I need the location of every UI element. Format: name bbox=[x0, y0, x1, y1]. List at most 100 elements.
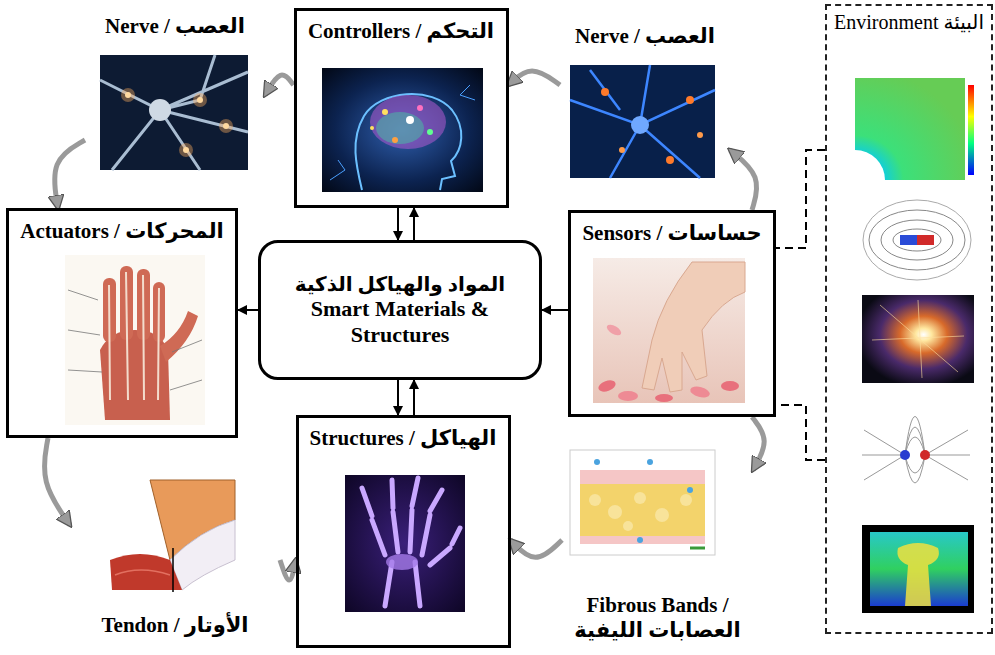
structure-box: Structures / الهياكل bbox=[296, 415, 511, 648]
brain-illustration-part bbox=[392, 137, 398, 143]
straight-arrow bbox=[542, 309, 568, 311]
tendon-illustration-part bbox=[172, 548, 174, 592]
curved-arrow bbox=[280, 560, 296, 580]
node-label: Actuators / المحركات bbox=[20, 219, 224, 244]
brain-illustration-part bbox=[370, 95, 446, 149]
stress-field-plot-part bbox=[855, 150, 885, 180]
tendon-illustration-part bbox=[110, 554, 182, 590]
nerve-illustration bbox=[100, 55, 248, 170]
curved-arrow bbox=[730, 150, 757, 210]
brain-illustration-part bbox=[330, 85, 475, 180]
nerve-illustration bbox=[570, 65, 715, 178]
touch-photo-part bbox=[593, 258, 745, 403]
light-burst-photo-part bbox=[872, 300, 964, 378]
node-label: Structures / الهياكل bbox=[310, 426, 497, 451]
fibrous-band-illustration-part bbox=[589, 494, 601, 506]
straight-arrow bbox=[397, 208, 399, 240]
node-label: المواد والهياكل الذكية bbox=[295, 272, 505, 296]
nerve-illustration-part bbox=[619, 147, 625, 153]
nerve-illustration-part bbox=[686, 96, 694, 104]
electric-dipole-plot-part bbox=[862, 430, 970, 480]
curved-arrow bbox=[55, 140, 85, 208]
curved-arrow bbox=[511, 540, 563, 557]
fibrous-band-illustration-part bbox=[580, 536, 705, 544]
magnetic-field-plot-part bbox=[917, 235, 934, 245]
fibrous-band-illustration-part bbox=[594, 459, 600, 465]
brain-illustration-part bbox=[355, 94, 461, 190]
actuator-box: Actuators / المحركات bbox=[6, 208, 238, 438]
electric-dipole-plot-part bbox=[905, 417, 925, 484]
fibrous-band-illustration-part bbox=[623, 521, 633, 531]
fibrous-band-illustration-part bbox=[570, 450, 715, 555]
electric-dipole-plot-part bbox=[920, 450, 930, 460]
hand-muscle-illustration-part bbox=[109, 272, 159, 400]
brain-illustration-part bbox=[382, 109, 388, 115]
xray-hand-illustration-part bbox=[345, 475, 465, 612]
fibrous-band-illustration-part bbox=[690, 547, 705, 550]
touch-photo-part bbox=[721, 381, 739, 391]
fibrous-band-illustration-part bbox=[608, 505, 622, 519]
nerve-illustration-part bbox=[179, 143, 193, 157]
nerve-illustration-part bbox=[219, 119, 233, 133]
touch-photo-part bbox=[618, 391, 638, 401]
flow-field-plot-part bbox=[870, 532, 968, 606]
tendon-figure: Tendon / الأوتار bbox=[70, 470, 280, 640]
flow-field-plot bbox=[862, 525, 974, 613]
magnetic-field-plot-part bbox=[862, 198, 974, 286]
touch-photo bbox=[593, 258, 745, 403]
nerve-illustration-part bbox=[193, 93, 207, 107]
tendon-illustration-part bbox=[115, 570, 170, 575]
nerve-illustration-part bbox=[197, 97, 203, 103]
environment-box: Environment البيئة bbox=[825, 4, 993, 634]
light-burst-photo-part bbox=[862, 295, 974, 383]
nerve-illustration-part bbox=[183, 147, 189, 153]
nerve-illustration-part bbox=[601, 88, 609, 96]
fibrous-band-illustration-part bbox=[637, 537, 643, 543]
fibrous-band-illustration-part bbox=[580, 484, 705, 536]
tendon-illustration-part bbox=[170, 520, 235, 590]
fibrous-band-illustration-part bbox=[655, 508, 669, 522]
xray-hand-illustration-part bbox=[362, 478, 460, 606]
nerve-illustration-part bbox=[100, 55, 248, 170]
central-box: المواد والهياكل الذكيةSmart Materials & … bbox=[258, 240, 542, 380]
node-label: Smart Materials & Structures bbox=[275, 296, 525, 349]
fibrous-band-illustration-part bbox=[647, 459, 653, 465]
dashed-link bbox=[776, 150, 825, 248]
fibrous-figure: Fibrous Bands / العصابات الليفية bbox=[562, 440, 753, 645]
straight-arrow bbox=[413, 380, 415, 415]
touch-photo-part bbox=[655, 394, 673, 402]
straight-arrow bbox=[238, 309, 258, 311]
xray-hand-illustration bbox=[345, 475, 465, 612]
brain-illustration-part bbox=[322, 68, 483, 192]
electric-dipole-plot bbox=[860, 398, 972, 510]
nerve-illustration-part bbox=[125, 92, 131, 98]
fibrous-band-illustration-part bbox=[634, 492, 646, 504]
electric-dipole-plot-part bbox=[900, 450, 910, 460]
nerve-figure: Nerve / العصب bbox=[560, 22, 730, 182]
touch-photo-part bbox=[605, 323, 623, 338]
touch-photo-part bbox=[597, 378, 617, 394]
electric-dipole-plot-part bbox=[860, 398, 972, 510]
nerve-illustration-part bbox=[666, 156, 674, 164]
flow-field-plot-part bbox=[862, 525, 974, 613]
fibrous-band-illustration bbox=[570, 450, 715, 555]
magnetic-field-plot-part bbox=[893, 229, 941, 251]
fibrous-band-illustration-part bbox=[580, 470, 705, 484]
brain-illustration-part bbox=[417, 105, 423, 111]
stress-field-plot-part bbox=[855, 78, 965, 180]
nerve-illustration-part bbox=[149, 99, 171, 121]
light-burst-photo bbox=[862, 295, 974, 383]
stress-field-plot bbox=[855, 78, 974, 180]
curved-arrow bbox=[509, 71, 561, 85]
hand-muscle-illustration-part bbox=[65, 255, 205, 425]
nerve-illustration-part bbox=[631, 116, 649, 134]
sensor-box: Sensors / حساسات bbox=[568, 210, 776, 417]
node-label: Nerve / العصب bbox=[575, 24, 715, 49]
magnetic-field-plot-part bbox=[863, 200, 971, 280]
nerve-illustration-part bbox=[570, 65, 715, 178]
stress-field-plot-part bbox=[968, 85, 974, 175]
nerve-illustration-part bbox=[570, 65, 715, 178]
nerve-figure: Nerve / العصب bbox=[85, 12, 265, 175]
hand-muscle-illustration bbox=[65, 255, 205, 425]
